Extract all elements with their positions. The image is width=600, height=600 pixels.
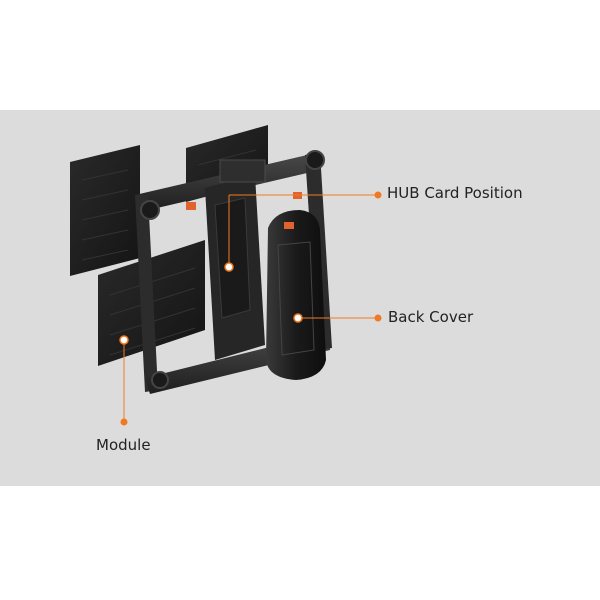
callout-dot-icon [119, 335, 129, 345]
hub-card-position-label: HUB Card Position [387, 184, 523, 202]
module-panel-top-left [70, 145, 140, 276]
back-cover-label: Back Cover [388, 308, 474, 326]
callout-dot-icon [293, 313, 303, 323]
callout-dot-icon [374, 314, 382, 322]
callout-dot-icon [120, 418, 128, 426]
callout-dot-icon [374, 191, 382, 199]
module-label: Module [96, 436, 151, 454]
back-cover [266, 210, 326, 380]
hub-card-bracket [205, 159, 266, 360]
callout-dot-icon [224, 262, 234, 272]
diagram-stage: HUB Card Position Back Cover Module [0, 110, 600, 486]
led-cabinet-illustration [70, 125, 382, 426]
